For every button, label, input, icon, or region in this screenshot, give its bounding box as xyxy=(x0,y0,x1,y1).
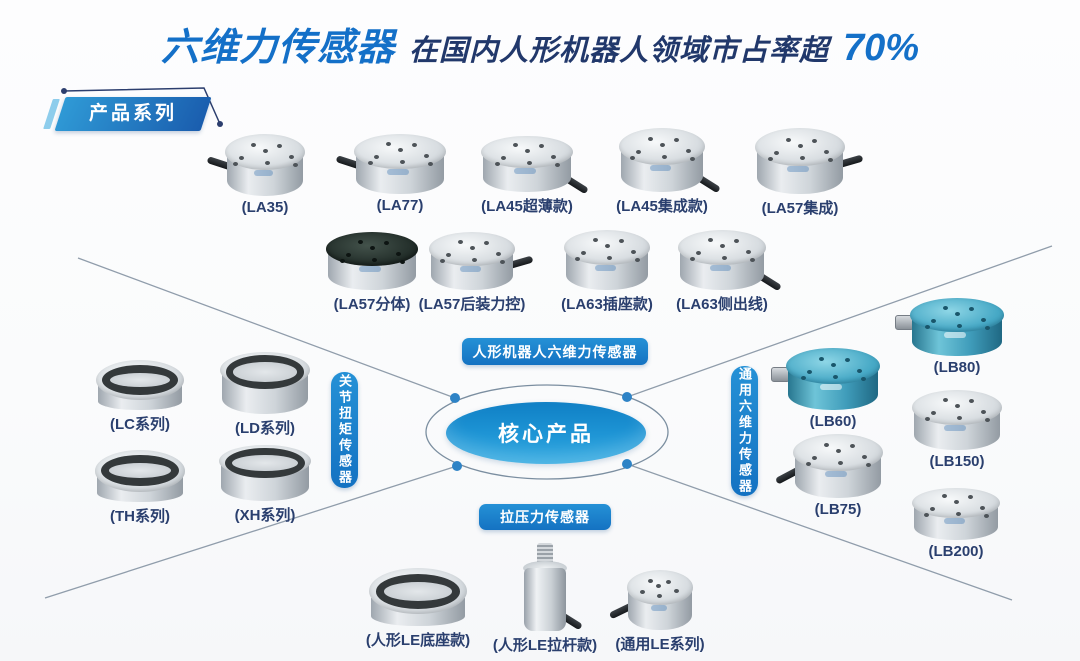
product-label: (人形LE底座款) xyxy=(365,632,471,649)
product-th-series: (TH系列) xyxy=(80,450,200,526)
core-product-ellipse: 核心产品 xyxy=(446,402,646,464)
product-label: (LB60) xyxy=(809,413,857,430)
product-label: (LA45超薄款) xyxy=(481,198,573,215)
product-lb60: (LB60) xyxy=(771,348,893,430)
product-lb80: (LB80) xyxy=(895,298,1017,376)
pill-label: 人形机器人六维力传感器 xyxy=(472,343,638,360)
product-lb75: (LB75) xyxy=(774,434,898,518)
sensor-image xyxy=(774,434,883,498)
sensor-image xyxy=(219,445,311,501)
core-product-label: 核心产品 xyxy=(498,423,594,446)
product-la45-integrated: (LA45集成款) xyxy=(602,128,722,216)
sensor-image xyxy=(755,128,864,194)
product-la77: (LA77) xyxy=(335,134,460,214)
pill-humanoid-six-axis: 人形机器人六维力传感器 xyxy=(462,338,648,365)
sensor-image xyxy=(206,134,305,196)
sensor-image xyxy=(96,360,184,410)
brand-mark xyxy=(943,518,965,525)
brand-mark xyxy=(709,264,731,271)
series-badge: 产品系列 xyxy=(54,97,212,131)
pill-joint-torque: 关节扭矩传感器 xyxy=(331,372,358,488)
pill-tension-compression: 拉压力传感器 xyxy=(479,504,611,530)
product-label: (XH系列) xyxy=(234,507,296,524)
product-label: (LA45集成款) xyxy=(616,198,708,215)
product-label: (LB80) xyxy=(933,359,981,376)
product-lb150: (LB150) xyxy=(897,390,1017,470)
sensor-image xyxy=(429,232,534,290)
product-label: (LA63侧出线) xyxy=(676,296,768,313)
sensor-image xyxy=(771,348,880,410)
product-la63-side-cable: (LA63侧出线) xyxy=(662,230,782,314)
sensor-image xyxy=(95,450,185,502)
product-ld-series: (LD系列) xyxy=(205,352,325,438)
product-la57-retrofit: (LA57后装力控) xyxy=(407,232,537,314)
product-xh-series: (XH系列) xyxy=(205,445,325,525)
product-le-general: (通用LE系列) xyxy=(595,570,725,654)
brand-mark xyxy=(943,331,967,338)
product-le-base: (人形LE底座款) xyxy=(353,568,483,650)
product-label: (人形LE拉杆款) xyxy=(492,637,598,654)
product-label: (LA57集成) xyxy=(761,200,839,217)
sensor-image xyxy=(608,570,693,630)
brand-mark xyxy=(253,169,273,176)
product-label: (LA35) xyxy=(241,199,289,216)
sensor-image xyxy=(523,543,583,631)
product-label: (LA57后装力控) xyxy=(418,296,526,313)
product-label: (LC系列) xyxy=(110,416,170,433)
pill-label: 通用六维力传感器 xyxy=(737,367,752,495)
page-title: 六维力传感器 在国内人形机器人领域市占率超 70% xyxy=(0,16,1080,71)
title-rest: 在国内人形机器人领域市占率超 xyxy=(408,35,829,67)
product-la63-socket: (LA63插座款) xyxy=(547,230,667,314)
sensor-image xyxy=(678,230,782,292)
sensor-image xyxy=(326,232,418,290)
pill-label: 关节扭矩传感器 xyxy=(337,374,352,486)
brand-mark xyxy=(387,168,410,175)
sensor-image xyxy=(220,352,310,414)
sensor-image xyxy=(619,128,721,194)
sensor-image xyxy=(369,568,467,626)
connector-nodes xyxy=(450,392,632,471)
brand-mark xyxy=(787,166,809,173)
sensor-image xyxy=(912,390,1002,450)
product-label: (LB75) xyxy=(814,501,862,518)
brand-mark xyxy=(825,471,847,478)
product-la45-thin: (LA45超薄款) xyxy=(467,136,589,216)
product-lb200: (LB200) xyxy=(896,488,1016,560)
brand-mark xyxy=(514,168,537,175)
product-label: (LA63插座款) xyxy=(561,296,653,313)
brand-mark xyxy=(650,604,667,611)
title-percent: 70% xyxy=(842,27,920,69)
brand-mark xyxy=(944,424,966,431)
title-highlight: 六维力传感器 xyxy=(160,27,395,69)
product-label: (LA77) xyxy=(376,197,424,214)
product-le-rod: (人形LE拉杆款) xyxy=(480,543,610,655)
brand-mark xyxy=(649,165,671,172)
sensor-image xyxy=(895,298,1004,356)
product-label: (通用LE系列) xyxy=(615,636,705,653)
product-la35: (LA35) xyxy=(205,134,325,216)
badge-outline xyxy=(61,87,223,127)
sensor-image xyxy=(564,230,650,290)
product-label: (LA57分体) xyxy=(333,296,411,313)
sensor-image xyxy=(912,488,1000,540)
sensor-image xyxy=(335,134,446,194)
product-label: (TH系列) xyxy=(110,508,170,525)
core-outline-ellipse xyxy=(425,384,669,480)
product-la57-integrated: (LA57集成) xyxy=(740,128,864,218)
brand-mark xyxy=(819,383,843,390)
pill-general-six-axis: 通用六维力传感器 xyxy=(731,366,758,496)
product-label: (LB200) xyxy=(928,543,984,560)
series-badge-label: 产品系列 xyxy=(88,103,177,124)
product-la57-split: (LA57分体) xyxy=(312,232,432,314)
brand-mark xyxy=(594,264,616,271)
product-label: (LD系列) xyxy=(235,420,295,437)
brand-mark xyxy=(459,265,481,272)
product-lc-series: (LC系列) xyxy=(80,360,200,434)
pill-label: 拉压力传感器 xyxy=(500,509,590,525)
brand-mark xyxy=(359,265,382,272)
sensor-image xyxy=(481,136,589,194)
product-label: (LB150) xyxy=(929,453,985,470)
